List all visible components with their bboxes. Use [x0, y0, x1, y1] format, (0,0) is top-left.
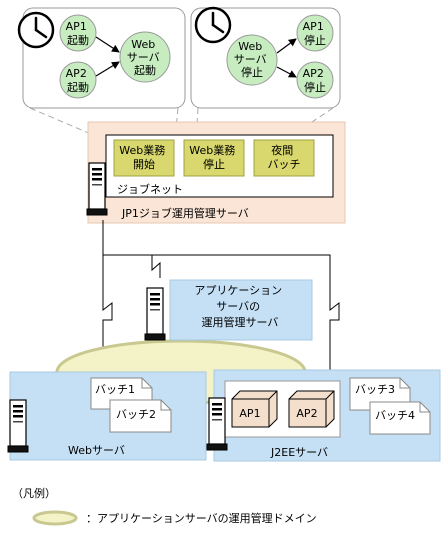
network-line [102, 255, 113, 375]
ap1-cube [231, 390, 278, 428]
batch-doc-4 [369, 401, 431, 435]
ap2-cube [288, 390, 335, 428]
server-tower-icon [144, 287, 166, 341]
ap1-stop-label: AP1 停止 [303, 20, 328, 47]
ap1-start-label: AP1 起動 [66, 20, 91, 47]
ap1-start-node [59, 14, 97, 52]
ap2-stop-node [296, 61, 334, 99]
jp1-server-label: JP1ジョブ運用管理サーバ [121, 206, 249, 220]
server-tower-icon [206, 397, 228, 451]
web-server-start-node [119, 31, 171, 83]
job-web-start-label: Web業務 開始 [119, 143, 168, 171]
job-web-start [113, 139, 175, 177]
callout-line [174, 107, 179, 141]
web-server-start-label: Web サーバ 起動 [127, 38, 163, 77]
app-mgmt-server-panel [169, 279, 313, 341]
job-night-batch-label: 夜間 バッチ [268, 143, 301, 171]
network-line [152, 254, 340, 370]
ap1-stop-node [296, 14, 334, 52]
callout-line [195, 107, 199, 141]
j2ee-server-label: J2EEサーバ [270, 446, 328, 459]
job-web-stop [183, 139, 245, 177]
job-night-batch [253, 139, 315, 177]
clock-icon [194, 6, 232, 44]
web-server-label: Webサーバ [68, 444, 125, 457]
arrow-web-to-ap2 [276, 66, 297, 78]
ap2-start-label: AP2 起動 [66, 67, 91, 94]
web-server-stop-label: Web サーバ 停止 [234, 40, 270, 79]
web-server-stop-node [226, 34, 278, 86]
clock-icon [17, 11, 55, 49]
legend-domain-swatch [32, 510, 78, 526]
ap2-cube-label: AP2 [296, 407, 317, 420]
batch-doc-1-label: バッチ1 [95, 383, 135, 396]
legend-domain-label: ：アプリケーションサーバの運用管理ドメイン [86, 511, 317, 525]
app-mgmt-server-label: アプリケーション サーバの 運用管理サーバ [194, 284, 285, 329]
ap2-start-node [59, 61, 97, 99]
server-tower-icon [7, 399, 29, 453]
legend-title: （凡例） [12, 486, 56, 500]
batch-doc-2 [109, 399, 172, 433]
arrow-ap2-to-web [95, 61, 120, 77]
batch-doc-3-label: バッチ3 [355, 383, 395, 396]
batch-doc-2-label: バッチ2 [116, 408, 156, 421]
batch-doc-4-label: バッチ4 [375, 409, 415, 422]
network-line [102, 220, 161, 278]
callout-line [29, 107, 106, 141]
job-web-stop-label: Web業務 停止 [189, 143, 238, 171]
ap1-cube-label: AP1 [239, 407, 260, 420]
jobnet-label: ジョブネット [117, 182, 183, 196]
ap2-stop-label: AP2 停止 [303, 67, 328, 94]
server-tower-icon [86, 162, 108, 216]
arrow-ap1-to-web [95, 36, 120, 53]
arrow-web-to-ap1 [276, 38, 297, 54]
